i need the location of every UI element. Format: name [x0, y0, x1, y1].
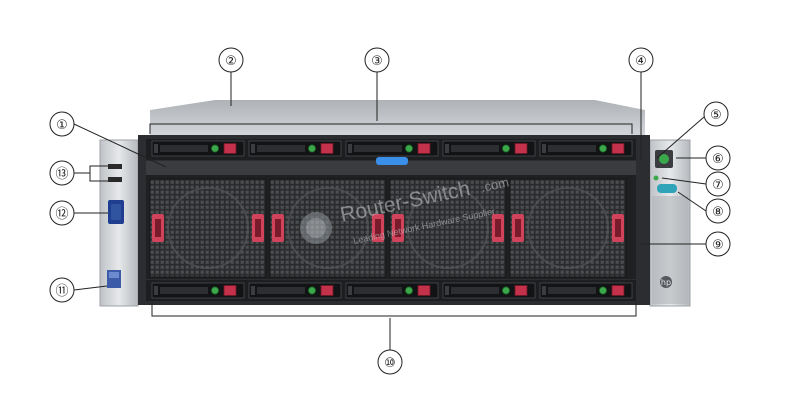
callout-1: ①: [49, 111, 75, 137]
callout-2: ②: [218, 47, 244, 73]
hp-logo-text: hp: [661, 278, 671, 287]
callout-3: ③: [364, 47, 390, 73]
callout-10: ⑩: [377, 349, 403, 375]
power-button[interactable]: [655, 150, 673, 168]
watermark-domain: .com: [480, 174, 511, 195]
callout-10-bracket: [151, 302, 637, 317]
callout-7-label: ⑦: [712, 178, 724, 193]
usb-port-2[interactable]: [108, 177, 122, 182]
usb-port-1[interactable]: [108, 164, 122, 169]
callout-12: ⑫: [49, 200, 75, 226]
callout-8: ⑧: [705, 198, 731, 224]
callout-9-label: ⑨: [712, 238, 724, 253]
callout-4-label: ④: [635, 54, 647, 69]
drive-bay-bottom-3[interactable]: [345, 282, 439, 299]
chassis-top-cover: [150, 100, 645, 140]
fan-module-4[interactable]: [509, 178, 627, 278]
callout-8-leader: [677, 191, 707, 212]
fan-module-3[interactable]: [389, 178, 507, 278]
callout-1-leader: [73, 123, 167, 168]
callout-3-label: ③: [371, 54, 383, 69]
uid-led: [653, 175, 659, 181]
right-ear-panel: [652, 196, 688, 304]
vga-port[interactable]: [108, 200, 124, 224]
fan-module-1[interactable]: [149, 178, 267, 278]
drive-bay-top-1[interactable]: [151, 140, 245, 157]
drive-bay-top-4[interactable]: [442, 140, 536, 157]
callout-8-label: ⑧: [712, 205, 724, 220]
callout-13: ⑬: [49, 160, 75, 186]
hp-logo: hp: [660, 276, 672, 288]
callout-11-label: ⑪: [55, 284, 68, 299]
callout-2-label: ②: [225, 54, 237, 69]
pull-tab[interactable]: [376, 157, 408, 165]
callout-6: ⑥: [705, 145, 731, 171]
callout-13-leader: [74, 165, 108, 174]
callout-10-label: ⑩: [384, 356, 396, 371]
callout-11-leader: [73, 285, 108, 291]
callout-13-label: ⑬: [55, 167, 68, 182]
callout-12-label: ⑫: [55, 207, 68, 222]
uid-button[interactable]: [657, 184, 677, 193]
drive-bay-top-2[interactable]: [248, 140, 342, 157]
callout-7-leader: [661, 177, 707, 185]
drive-bay-bottom-2[interactable]: [248, 282, 342, 299]
drive-bay-bottom-4[interactable]: [442, 282, 536, 299]
drive-bay-bottom-1[interactable]: [151, 282, 245, 299]
callout-9: ⑨: [705, 231, 731, 257]
callout-1-label: ①: [56, 118, 68, 133]
callout-11: ⑪: [49, 277, 75, 303]
callout-3-bracket: [149, 123, 633, 134]
callout-5-label: ⑤: [710, 108, 722, 123]
callout-4: ④: [628, 47, 654, 73]
drive-bay-top-5[interactable]: [539, 140, 633, 157]
fan-bay-top-strip: [146, 161, 636, 175]
drive-bay-bottom-5[interactable]: [539, 282, 633, 299]
callout-5: ⑤: [703, 101, 729, 127]
callout-5-leader: [656, 116, 705, 159]
callout-7: ⑦: [705, 171, 731, 197]
drive-bay-top-3[interactable]: [345, 140, 439, 157]
callout-6-label: ⑥: [712, 152, 724, 167]
